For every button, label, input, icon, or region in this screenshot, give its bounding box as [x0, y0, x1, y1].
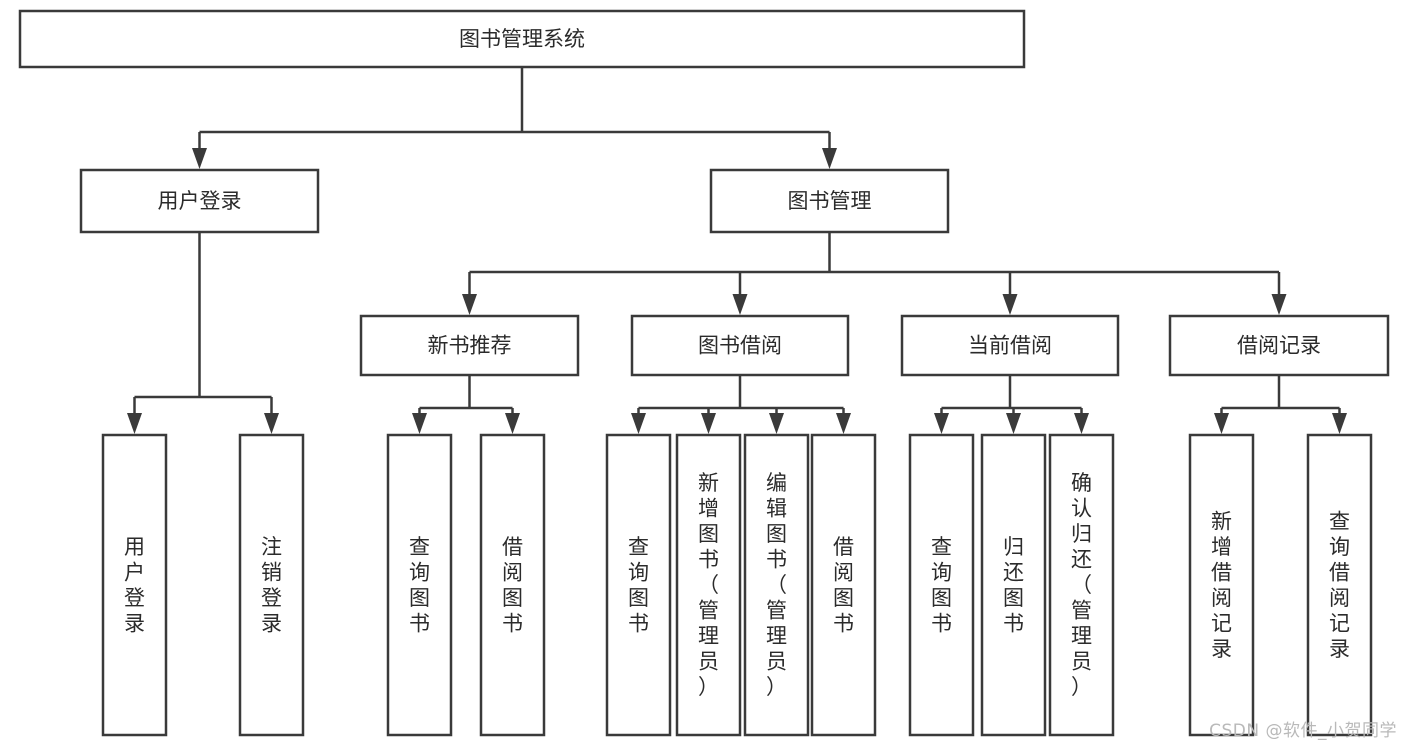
node-label: 查询图书 — [409, 535, 430, 636]
node-box[interactable] — [386, 433, 453, 737]
node-label: 查询借阅记录 — [1329, 509, 1350, 661]
node-box[interactable] — [743, 433, 810, 737]
node-l-add-book[interactable]: 新增图书（管理员） — [675, 433, 742, 737]
node-label: 注销登录 — [261, 535, 282, 636]
node-box[interactable] — [900, 314, 1120, 377]
node-label: 查询图书 — [931, 535, 952, 636]
node-l-query-book-3[interactable]: 查询图书 — [908, 433, 975, 737]
node-box[interactable] — [238, 433, 305, 737]
node-label: 用户登录 — [158, 189, 242, 213]
node-label: 借阅图书 — [833, 535, 854, 636]
node-box[interactable] — [359, 314, 580, 377]
arrow-head-icon — [192, 148, 207, 169]
node-n-book-manage[interactable]: 图书管理 — [709, 168, 950, 234]
connector-group-n_user_login — [127, 232, 279, 434]
node-l-query-record[interactable]: 查询借阅记录 — [1306, 433, 1373, 737]
node-root[interactable]: 图书管理系统 — [18, 9, 1026, 69]
node-label: 图书管理系统 — [459, 27, 585, 51]
node-n-user-login[interactable]: 用户登录 — [79, 168, 320, 234]
node-l-user-login[interactable]: 用户登录 — [101, 433, 168, 737]
node-l-borrow-book-1[interactable]: 借阅图书 — [479, 433, 546, 737]
node-box[interactable] — [1188, 433, 1255, 737]
arrow-head-icon — [822, 148, 837, 169]
node-label: 新增借阅记录 — [1211, 509, 1232, 661]
arrow-head-icon — [505, 413, 520, 434]
connector-group-n_book_manage — [462, 232, 1287, 315]
nodes-layer: 图书管理系统用户登录图书管理新书推荐图书借阅当前借阅借阅记录用户登录注销登录查询… — [18, 9, 1390, 737]
connector-group-n_new_book_rec — [412, 375, 520, 434]
node-n-borrow-record[interactable]: 借阅记录 — [1168, 314, 1390, 377]
node-l-edit-book[interactable]: 编辑图书（管理员） — [743, 433, 810, 737]
node-label: 新增图书（管理员） — [698, 471, 719, 699]
node-box[interactable] — [101, 433, 168, 737]
arrow-head-icon — [1332, 413, 1347, 434]
arrow-head-icon — [1006, 413, 1021, 434]
node-box[interactable] — [709, 168, 950, 234]
arrow-head-icon — [769, 413, 784, 434]
arrow-head-icon — [1074, 413, 1089, 434]
arrow-head-icon — [264, 413, 279, 434]
node-n-book-borrow[interactable]: 图书借阅 — [630, 314, 850, 377]
node-box[interactable] — [630, 314, 850, 377]
node-box[interactable] — [79, 168, 320, 234]
node-label: 查询图书 — [628, 535, 649, 636]
node-label: 确认归还（管理员） — [1071, 471, 1092, 699]
node-l-query-book-2[interactable]: 查询图书 — [605, 433, 672, 737]
node-box[interactable] — [605, 433, 672, 737]
node-box[interactable] — [18, 9, 1026, 69]
node-n-current-borrow[interactable]: 当前借阅 — [900, 314, 1120, 377]
node-box[interactable] — [980, 433, 1047, 737]
node-l-logout[interactable]: 注销登录 — [238, 433, 305, 737]
connector-group-n_current_borrow — [934, 375, 1089, 434]
arrow-head-icon — [934, 413, 949, 434]
node-l-return-book[interactable]: 归还图书 — [980, 433, 1047, 737]
node-box[interactable] — [675, 433, 742, 737]
arrow-head-icon — [412, 413, 427, 434]
arrow-head-icon — [127, 413, 142, 434]
node-box[interactable] — [1048, 433, 1115, 737]
node-label: 当前借阅 — [968, 334, 1052, 358]
node-l-confirm-return[interactable]: 确认归还（管理员） — [1048, 433, 1115, 737]
node-box[interactable] — [479, 433, 546, 737]
arrow-head-icon — [701, 413, 716, 434]
arrow-head-icon — [631, 413, 646, 434]
node-l-borrow-book-2[interactable]: 借阅图书 — [810, 433, 877, 737]
node-label: 新书推荐 — [428, 334, 512, 358]
connector-group-n_borrow_record — [1214, 375, 1347, 434]
connector-group-root — [192, 67, 837, 169]
arrow-head-icon — [1271, 294, 1287, 315]
node-box[interactable] — [908, 433, 975, 737]
arrow-head-icon — [462, 294, 477, 315]
node-label: 图书管理 — [788, 189, 872, 213]
node-label: 借阅记录 — [1237, 334, 1321, 358]
node-box[interactable] — [810, 433, 877, 737]
node-box[interactable] — [1168, 314, 1390, 377]
node-label: 图书借阅 — [698, 334, 782, 358]
node-label: 归还图书 — [1003, 535, 1024, 636]
node-n-new-book-rec[interactable]: 新书推荐 — [359, 314, 580, 377]
arrow-head-icon — [836, 413, 851, 434]
node-l-query-book-1[interactable]: 查询图书 — [386, 433, 453, 737]
node-label: 用户登录 — [124, 535, 145, 636]
node-box[interactable] — [1306, 433, 1373, 737]
arrow-head-icon — [1002, 294, 1018, 315]
csdn-watermark: CSDN @软件_小贺同学 — [1209, 721, 1397, 741]
arrow-head-icon — [1214, 413, 1229, 434]
node-l-add-record[interactable]: 新增借阅记录 — [1188, 433, 1255, 737]
node-label: 编辑图书（管理员） — [766, 471, 787, 699]
connector-group-n_book_borrow — [631, 375, 851, 434]
arrow-head-icon — [732, 294, 748, 315]
node-label: 借阅图书 — [502, 535, 523, 636]
connectors-layer — [127, 67, 1347, 434]
